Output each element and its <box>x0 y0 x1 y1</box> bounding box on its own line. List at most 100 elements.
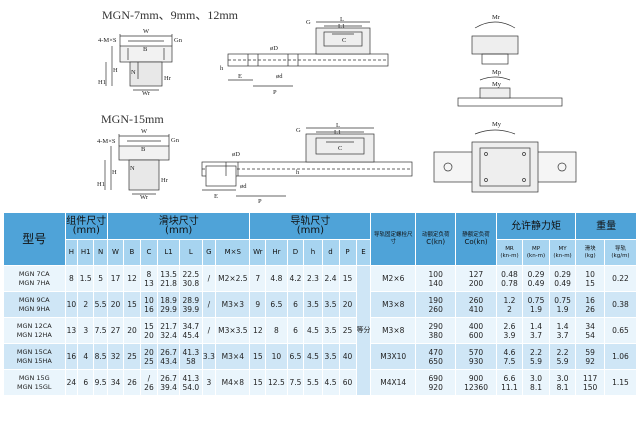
subheader-e: E <box>355 239 372 266</box>
subheader-h1: H1 <box>77 239 95 266</box>
cell-mxs: M4×8 <box>215 369 251 396</box>
cell-p: 25 <box>338 317 357 344</box>
header-model: 型号 <box>3 212 66 266</box>
cell-mxs: M3×3 <box>215 291 251 318</box>
cell-bolt: M3X10 <box>370 343 417 370</box>
cell-n: 7.5 <box>93 317 109 344</box>
subheader-b: B <box>122 239 141 266</box>
cell-bolt: M3×8 <box>370 291 417 318</box>
cell-mxs: M2×2.5 <box>215 265 251 292</box>
label-hr: Hr <box>161 177 169 184</box>
cell-d: 2.4 <box>321 265 340 292</box>
label-h1: H1 <box>97 181 105 188</box>
header-moment: 允许静力矩 <box>495 212 577 240</box>
drawing-front-view-top: W B Gn 4-M×S H1 H N Wr Hr <box>98 28 183 96</box>
cell-hr: 4.8 <box>265 265 288 292</box>
subheader-w: W <box>107 239 124 266</box>
label-my: My <box>492 121 502 128</box>
cell-d: 7.5 <box>286 369 305 396</box>
label-p: P <box>273 89 277 96</box>
cell-p: 20 <box>338 291 357 318</box>
subheader-mxs: M×S <box>215 239 251 266</box>
header-rail: 导轨尺寸(mm) <box>249 212 372 240</box>
label-phid-small: ød <box>276 73 283 80</box>
label-mxs: 4-M×S <box>98 37 117 44</box>
subheader-wr: Wr <box>249 239 267 266</box>
cell-b: 12 <box>122 265 141 292</box>
subheader-mr: MR(kn-m) <box>495 239 524 266</box>
subheader-p: P <box>338 239 357 266</box>
label-phid: øD <box>270 45 278 52</box>
label-c: C <box>342 37 346 44</box>
cell-p: 60 <box>338 369 357 396</box>
cell-mxs: M3×4 <box>215 343 251 370</box>
subheader-l1: L1 <box>156 239 181 266</box>
label-h: H <box>112 169 117 176</box>
subheader-mp: MP(kn-m) <box>522 239 550 266</box>
cell-w: 34 <box>107 369 124 396</box>
label-b: B <box>141 146 146 153</box>
drawing-moment-view-top: Mr Mp My <box>457 14 563 107</box>
subheader-d-small: d <box>321 239 340 266</box>
cell-hr: 6.5 <box>265 291 288 318</box>
drawing-side-view-bottom: L L1 C G øD ød E P h <box>201 122 413 204</box>
cell-wr: 15 <box>249 369 267 396</box>
subheader-n: N <box>93 239 109 266</box>
label-e: E <box>214 193 218 200</box>
subheader-c: C <box>139 239 158 266</box>
cell-g: / <box>201 291 217 318</box>
cell-wr: 0.38 <box>603 291 638 318</box>
cell-d: 6.5 <box>286 343 305 370</box>
subheader-h: H <box>64 239 79 266</box>
cell-h: 3.5 <box>303 291 323 318</box>
cell-d: 3.5 <box>321 291 340 318</box>
cell-h: 16 <box>64 343 79 370</box>
subheader-my: MY(kn-m) <box>548 239 577 266</box>
label-mr: Mr <box>492 14 501 21</box>
cell-h: 10 <box>64 291 79 318</box>
label-mxs: 4-M×S <box>97 138 116 145</box>
drawing-side-view-top: L L1 C G øD ød E P h <box>220 16 389 96</box>
cell-e-shared: 等分 <box>355 265 372 396</box>
label-h-small: h <box>296 169 300 176</box>
spec-table: 型号 组件尺寸(mm) 滑块尺寸(mm) 导轨尺寸(mm) 导轨固定螺栓尺寸 动… <box>3 212 638 396</box>
label-p: P <box>258 198 262 204</box>
cell-h: 2.3 <box>303 265 323 292</box>
cell-wr: 1.15 <box>603 369 638 396</box>
cell-wr: 9 <box>249 291 267 318</box>
cell-h1: 6 <box>77 369 95 396</box>
cell-w: 17 <box>107 265 124 292</box>
label-w: W <box>143 28 150 35</box>
cell-b: 25 <box>122 343 141 370</box>
cell-d: 4.5 <box>321 369 340 396</box>
cell-hr: 10 <box>265 343 288 370</box>
cell-wr: 12 <box>249 317 267 344</box>
